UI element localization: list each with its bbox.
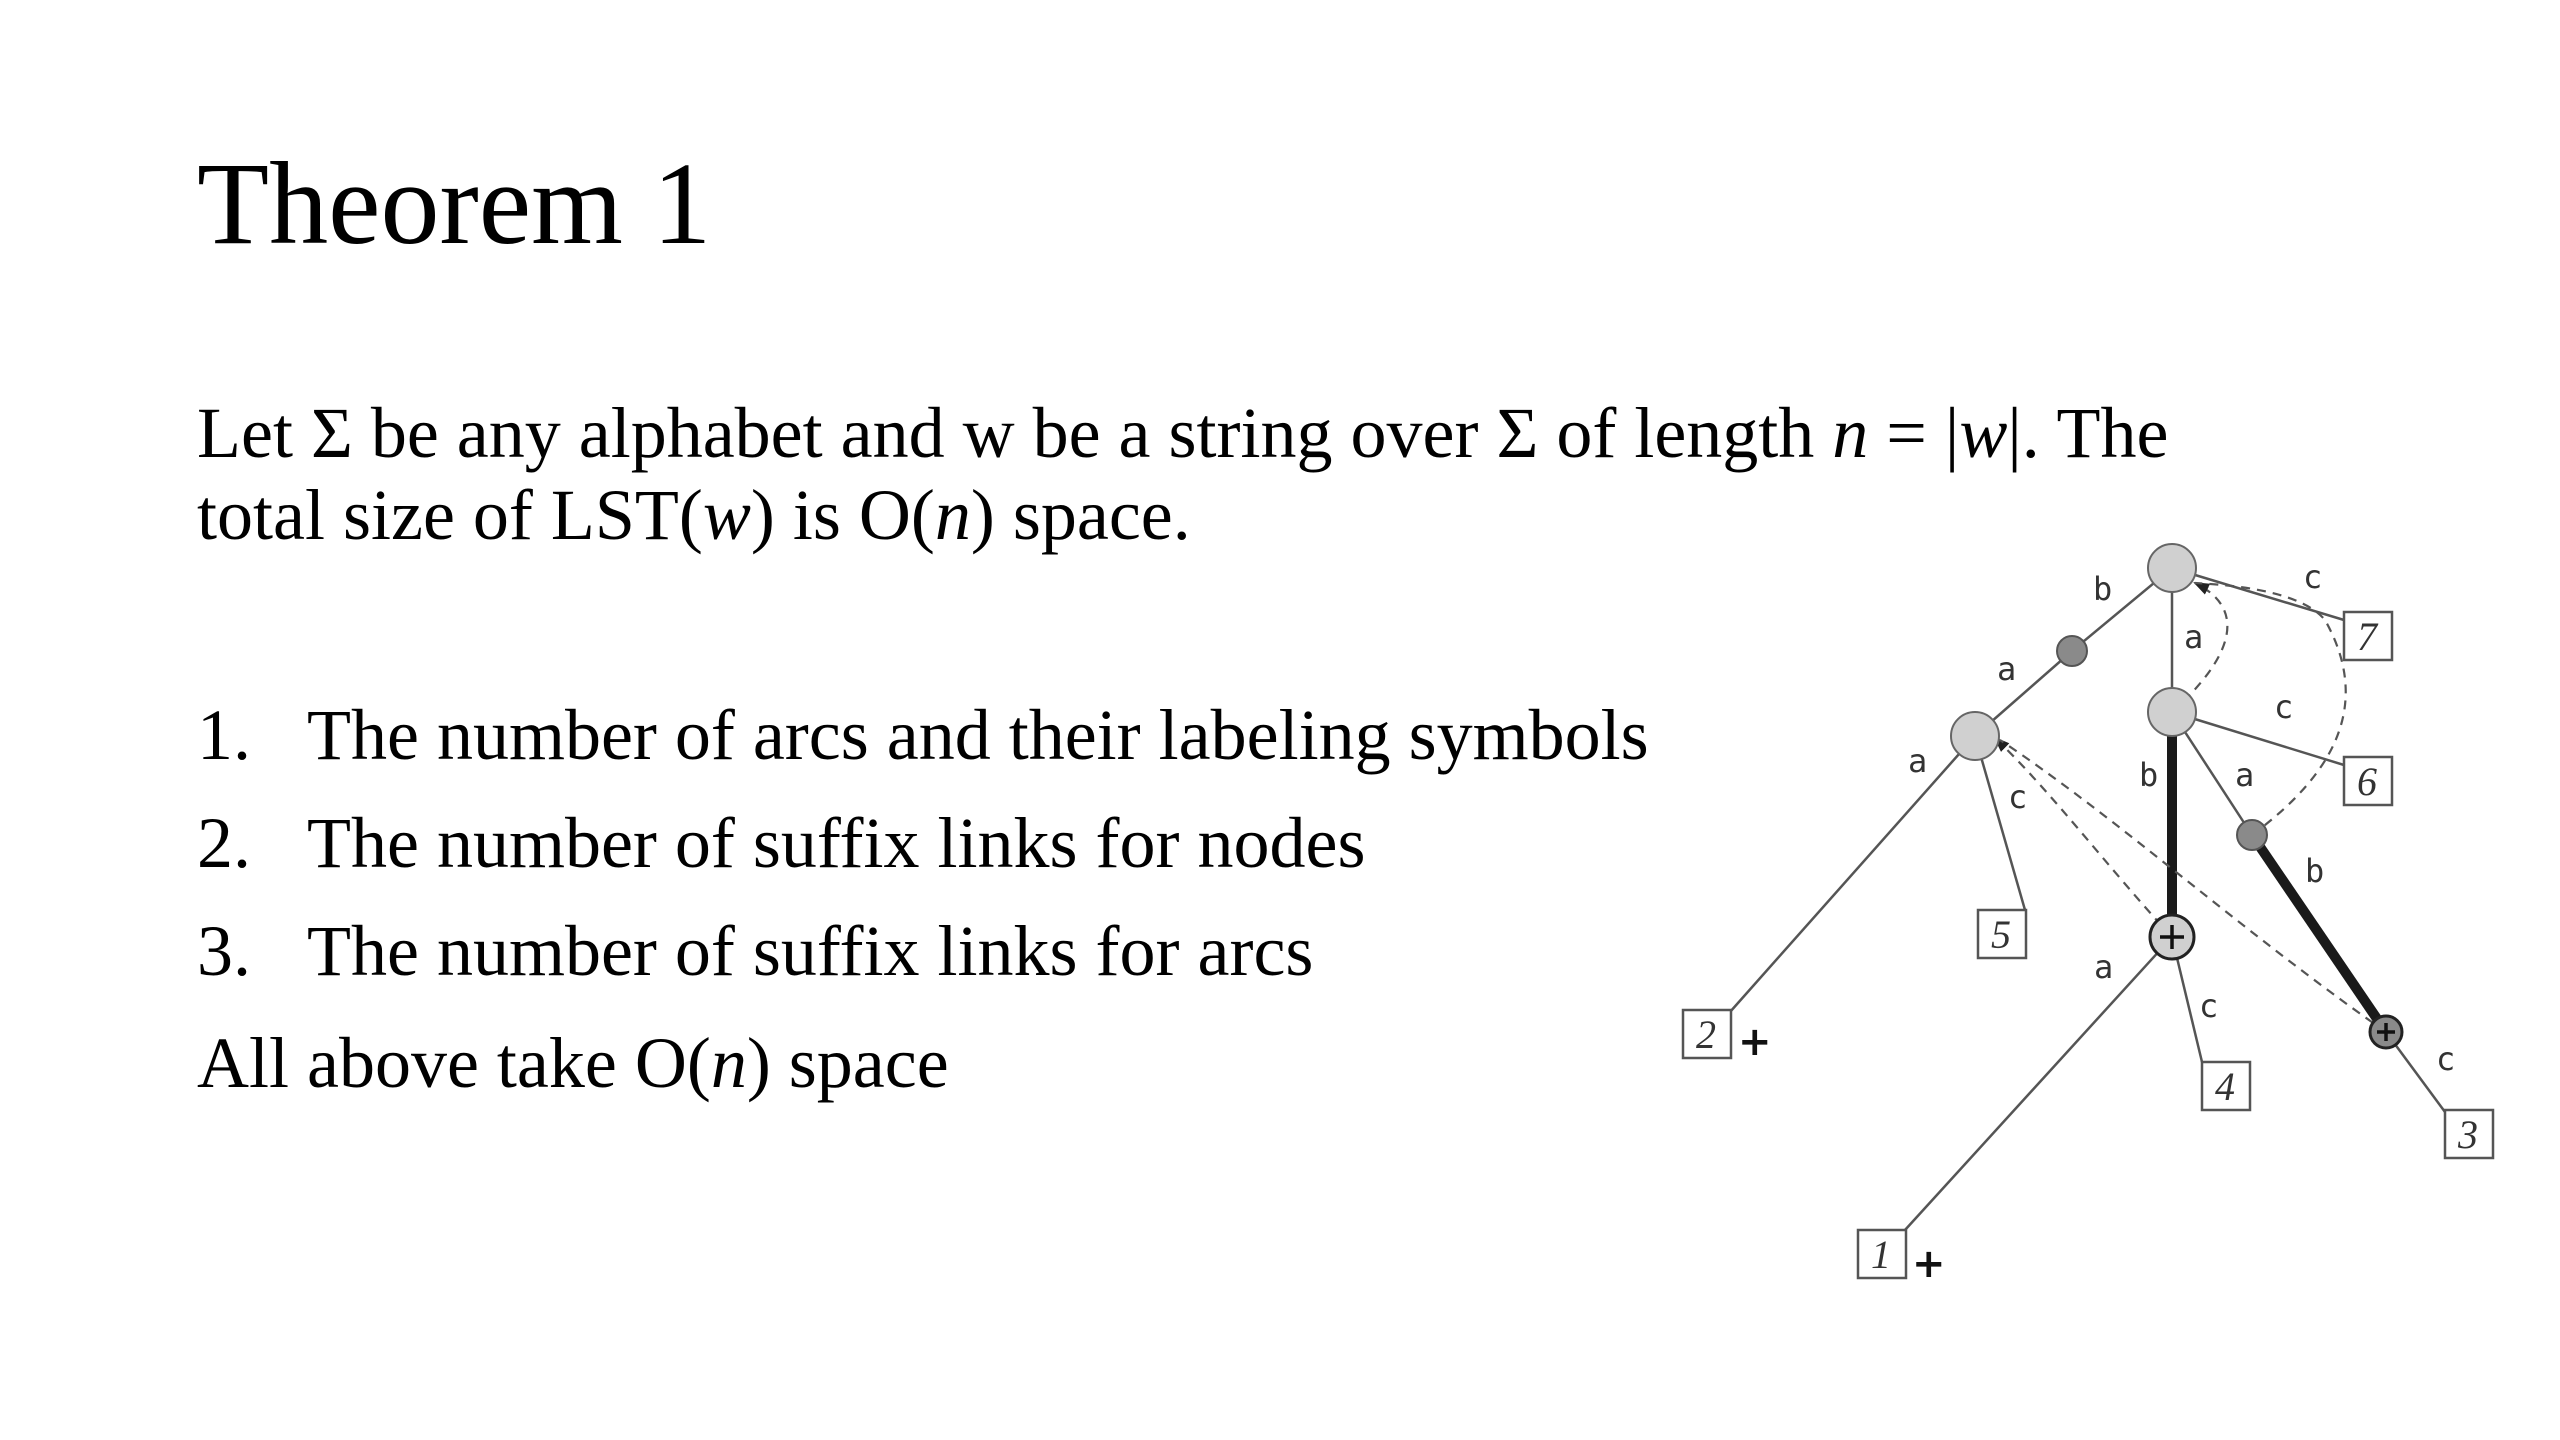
- plus-node: [2148, 913, 2196, 961]
- leaf-label: 1: [1871, 1232, 1891, 1277]
- leaf-label: 5: [1991, 912, 2011, 957]
- plus-mark: +: [1912, 1241, 1946, 1287]
- suffix-tree-diagram: 7 6 5 2 4 3 1 + + b c a a c a c b a b a …: [1681, 543, 2495, 1287]
- var-n: n: [934, 475, 971, 555]
- leaf-label: 2: [1696, 1012, 1716, 1057]
- tree-node-root: [2147, 543, 2197, 593]
- implicit-node: [2056, 635, 2088, 667]
- leaf-box: [2443, 1108, 2495, 1160]
- tree-node: [1950, 711, 2000, 761]
- statement-text: |. The: [2007, 393, 2169, 473]
- edge-label: c: [2436, 1040, 2455, 1078]
- statement-line-2: total size of LST(w) is O(n) space.: [197, 474, 2397, 556]
- statement-text: total size of LST(: [197, 475, 703, 555]
- list-text: The number of suffix links for arcs: [307, 911, 1314, 991]
- edge-label: a: [2184, 618, 2203, 656]
- suffix-link: [1999, 739, 2387, 1033]
- list-number: 2.: [197, 803, 251, 883]
- leaf-label: 4: [2215, 1064, 2235, 1109]
- leaf-box: [1856, 1228, 1908, 1280]
- edge-label: a: [1997, 650, 2016, 688]
- tree-edge: [2171, 710, 2345, 767]
- tree-edge: [1973, 735, 2027, 911]
- list-item: 1. The number of arcs and their labeling …: [197, 690, 1649, 798]
- edge-label: c: [2199, 987, 2218, 1025]
- conclusion-text: All above take O(: [197, 1023, 711, 1103]
- edge-label: c: [2274, 688, 2293, 726]
- edge-label: c: [2303, 558, 2322, 596]
- theorem-statement: Let Σ be any alphabet and w be a string …: [197, 392, 2397, 556]
- leaf-box: [1976, 908, 2028, 960]
- var-w: w: [702, 475, 751, 555]
- list-text: The number of arcs and their labeling sy…: [307, 695, 1649, 775]
- leaf-label: 6: [2357, 759, 2377, 804]
- tree-edge: [1904, 936, 2173, 1231]
- list-item: 2. The number of suffix links for nodes: [197, 798, 1649, 906]
- statement-text: = |: [1868, 393, 1960, 473]
- tree-edge: [1729, 735, 1976, 1013]
- implicit-node: [2236, 819, 2268, 851]
- list-number: 3.: [197, 911, 251, 991]
- edge-label: b: [2093, 570, 2112, 608]
- leaf-label: 7: [2357, 614, 2379, 659]
- leaf-label: 3: [2457, 1112, 2478, 1157]
- edge-label: b: [2139, 756, 2158, 794]
- list-number: 1.: [197, 695, 251, 775]
- tree-edge: [2171, 566, 2345, 622]
- var-n: n: [710, 1023, 747, 1103]
- suffix-link: [2194, 581, 2347, 836]
- slide-title: Theorem 1: [197, 138, 712, 269]
- leaf-box: [1681, 1008, 1733, 1060]
- plus-node: [2368, 1014, 2404, 1050]
- var-w: w: [1959, 393, 2008, 473]
- plus-mark: +: [1738, 1019, 1772, 1065]
- statement-text: ) is O(: [750, 475, 935, 555]
- var-n: n: [1832, 393, 1869, 473]
- edge-label: c: [2008, 778, 2027, 816]
- conclusion-text: ) space: [746, 1023, 949, 1103]
- list-item: 3. The number of suffix links for arcs: [197, 906, 1649, 1014]
- tree-node: [2147, 687, 2197, 737]
- numbered-list: 1. The number of arcs and their labeling …: [197, 690, 1649, 1014]
- conclusion: All above take O(n) space: [197, 1018, 949, 1108]
- statement-text: ) space.: [970, 475, 1191, 555]
- statement-line-1: Let Σ be any alphabet and w be a string …: [197, 392, 2397, 474]
- heavy-edge: [2247, 832, 2391, 1035]
- edge-label: a: [2235, 756, 2254, 794]
- leaf-box: [2200, 1060, 2252, 1112]
- list-text: The number of suffix links for nodes: [307, 803, 1366, 883]
- edge-label: b: [2305, 852, 2324, 890]
- leaf-box: [2342, 610, 2394, 662]
- edge-label: a: [2094, 948, 2113, 986]
- statement-text: Let Σ be any alphabet and w be a string …: [197, 393, 1833, 473]
- suffix-link: [1993, 736, 2173, 938]
- edge-label: a: [1908, 742, 1927, 780]
- leaf-box: [2342, 755, 2394, 807]
